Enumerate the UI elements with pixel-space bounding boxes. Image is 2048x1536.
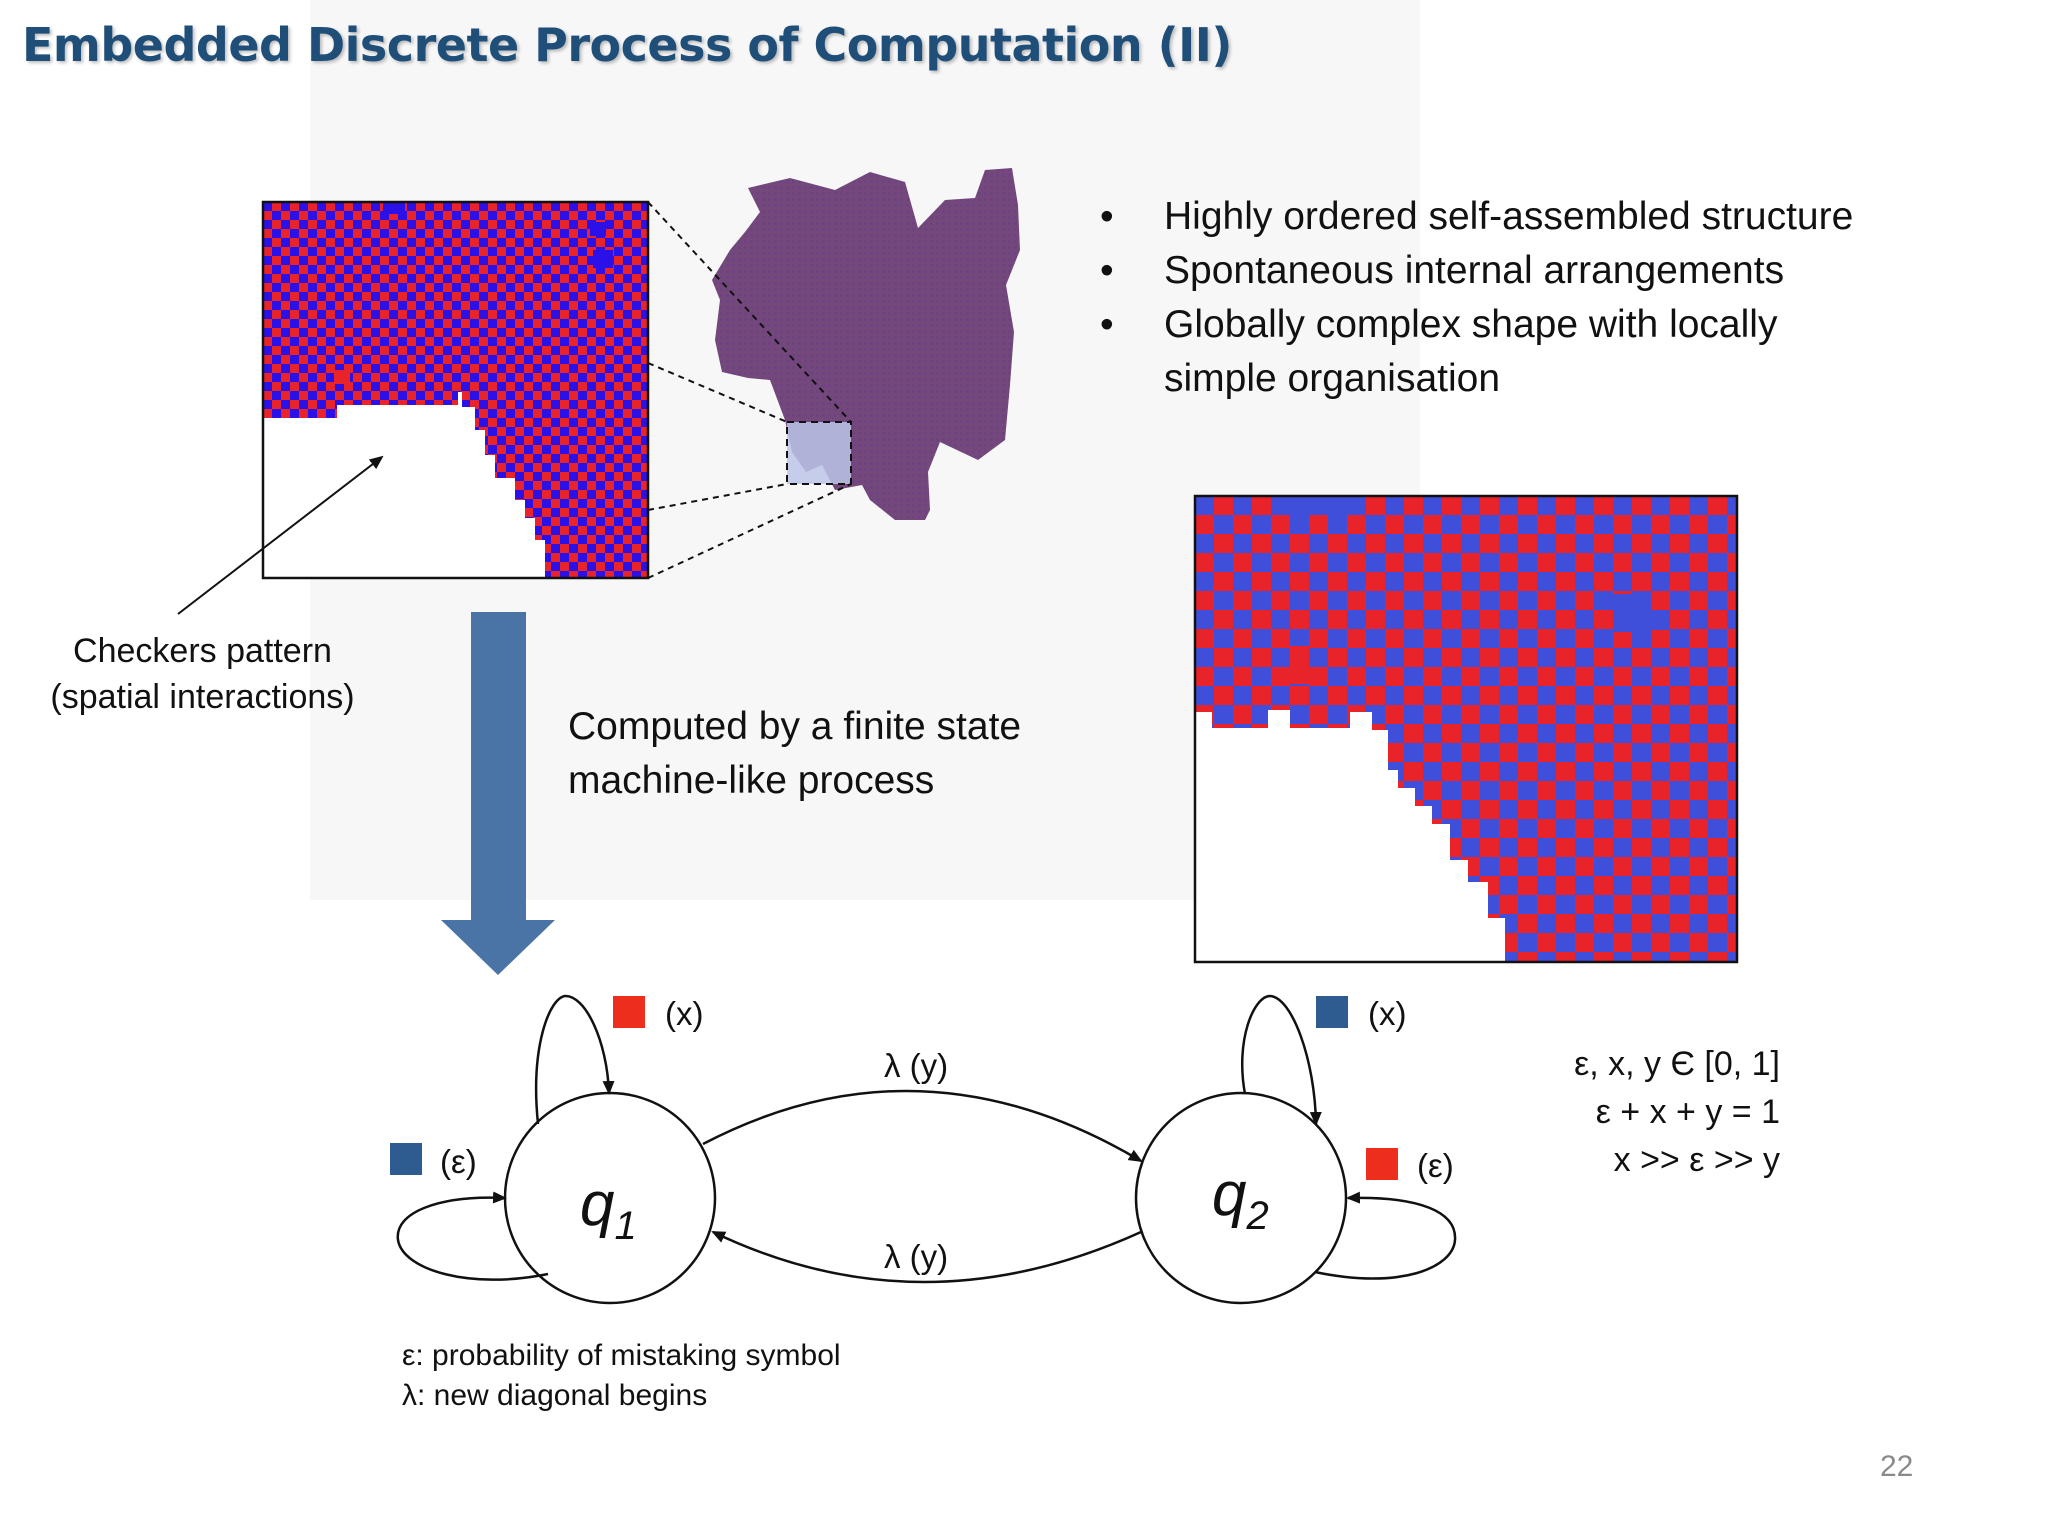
constraint-line1: ε, x, y Є [0, 1]: [1574, 1045, 1780, 1083]
bullet-continuation: simple organisation: [1164, 357, 1501, 400]
q2-self-loop-right: [1314, 1191, 1457, 1280]
bullet-item: • Highly ordered self-assembled structure: [1090, 190, 1853, 244]
symbol-legend: ε: probability of mistaking symbol λ: ne…: [402, 1336, 841, 1416]
computed-by-label: Computed by a finite state machine-like …: [568, 700, 1021, 808]
bullet-text: Highly ordered self-assembled structure: [1164, 195, 1854, 238]
q1-left-blue-swatch: [390, 1143, 422, 1175]
q2-self-loop-top: [1240, 994, 1322, 1126]
large-checker-pattern: [1195, 496, 1737, 962]
aggregate-shape: [712, 168, 1020, 520]
slide-title: Embedded Discrete Process of Computation…: [22, 18, 1232, 72]
constraint-line3: x >> ε >> y: [1613, 1141, 1780, 1179]
transition-bottom-label: λ (y): [884, 1238, 948, 1275]
down-arrow: [441, 612, 555, 975]
zoom-selection-box: [786, 421, 852, 485]
bullet-text: Globally complex shape with locally: [1164, 303, 1778, 346]
page-number: 22: [1880, 1450, 1914, 1483]
checkers-label-line2: (spatial interactions): [50, 678, 355, 716]
transition-q2-to-q1: [711, 1230, 1142, 1284]
bullet-list: • Highly ordered self-assembled structure…: [1090, 190, 1853, 406]
q2-self-top-label: (x): [1368, 995, 1406, 1032]
bullet-dot: •: [1100, 303, 1114, 346]
transition-top-label: λ (y): [884, 1047, 948, 1084]
q2-top-blue-swatch: [1316, 996, 1348, 1028]
q1-self-loop-top: [534, 994, 615, 1125]
checkers-pointer-arrow: [177, 455, 384, 615]
computed-label-line1: Computed by a finite state: [568, 705, 1022, 748]
q1-self-loop-left: [396, 1191, 549, 1281]
legend-epsilon: ε: probability of mistaking symbol: [402, 1339, 841, 1372]
q1-top-red-swatch: [613, 996, 645, 1028]
large-checker-panel: [1193, 494, 1739, 964]
state-q2-circle: [1134, 1091, 1348, 1305]
checkers-label-line1: Checkers pattern: [73, 632, 332, 670]
q1-self-left-label: (ε): [440, 1143, 477, 1180]
bullet-item: • Globally complex shape with locally simp…: [1090, 298, 1853, 406]
bullet-dot: •: [1100, 249, 1114, 292]
probability-constraints: ε, x, y Є [0, 1] ε + x + y = 1 x >> ε >>…: [1480, 1040, 1780, 1184]
q2-right-red-swatch: [1366, 1148, 1398, 1180]
bullet-text: Spontaneous internal arrangements: [1164, 249, 1785, 292]
small-checker-panel: [261, 200, 650, 580]
zoom-highlight: [787, 422, 851, 484]
checkers-pattern-label: Checkers pattern (spatial interactions): [30, 628, 375, 720]
zoom-guide-lines: [647, 201, 852, 579]
constraint-line2: ε + x + y = 1: [1595, 1093, 1780, 1131]
transition-q1-to-q2: [702, 1089, 1143, 1163]
state-q1-label: q1: [580, 1170, 637, 1248]
q1-self-top-label: (x): [665, 995, 703, 1032]
legend-lambda: λ: new diagonal begins: [402, 1379, 708, 1412]
computed-label-line2: machine-like process: [568, 759, 935, 802]
small-checker-pattern: [263, 202, 648, 578]
bullet-dot: •: [1100, 195, 1114, 238]
q2-self-right-label: (ε): [1417, 1147, 1454, 1184]
state-q2-label: q2: [1212, 1160, 1269, 1238]
bullet-item: • Spontaneous internal arrangements: [1090, 244, 1853, 298]
